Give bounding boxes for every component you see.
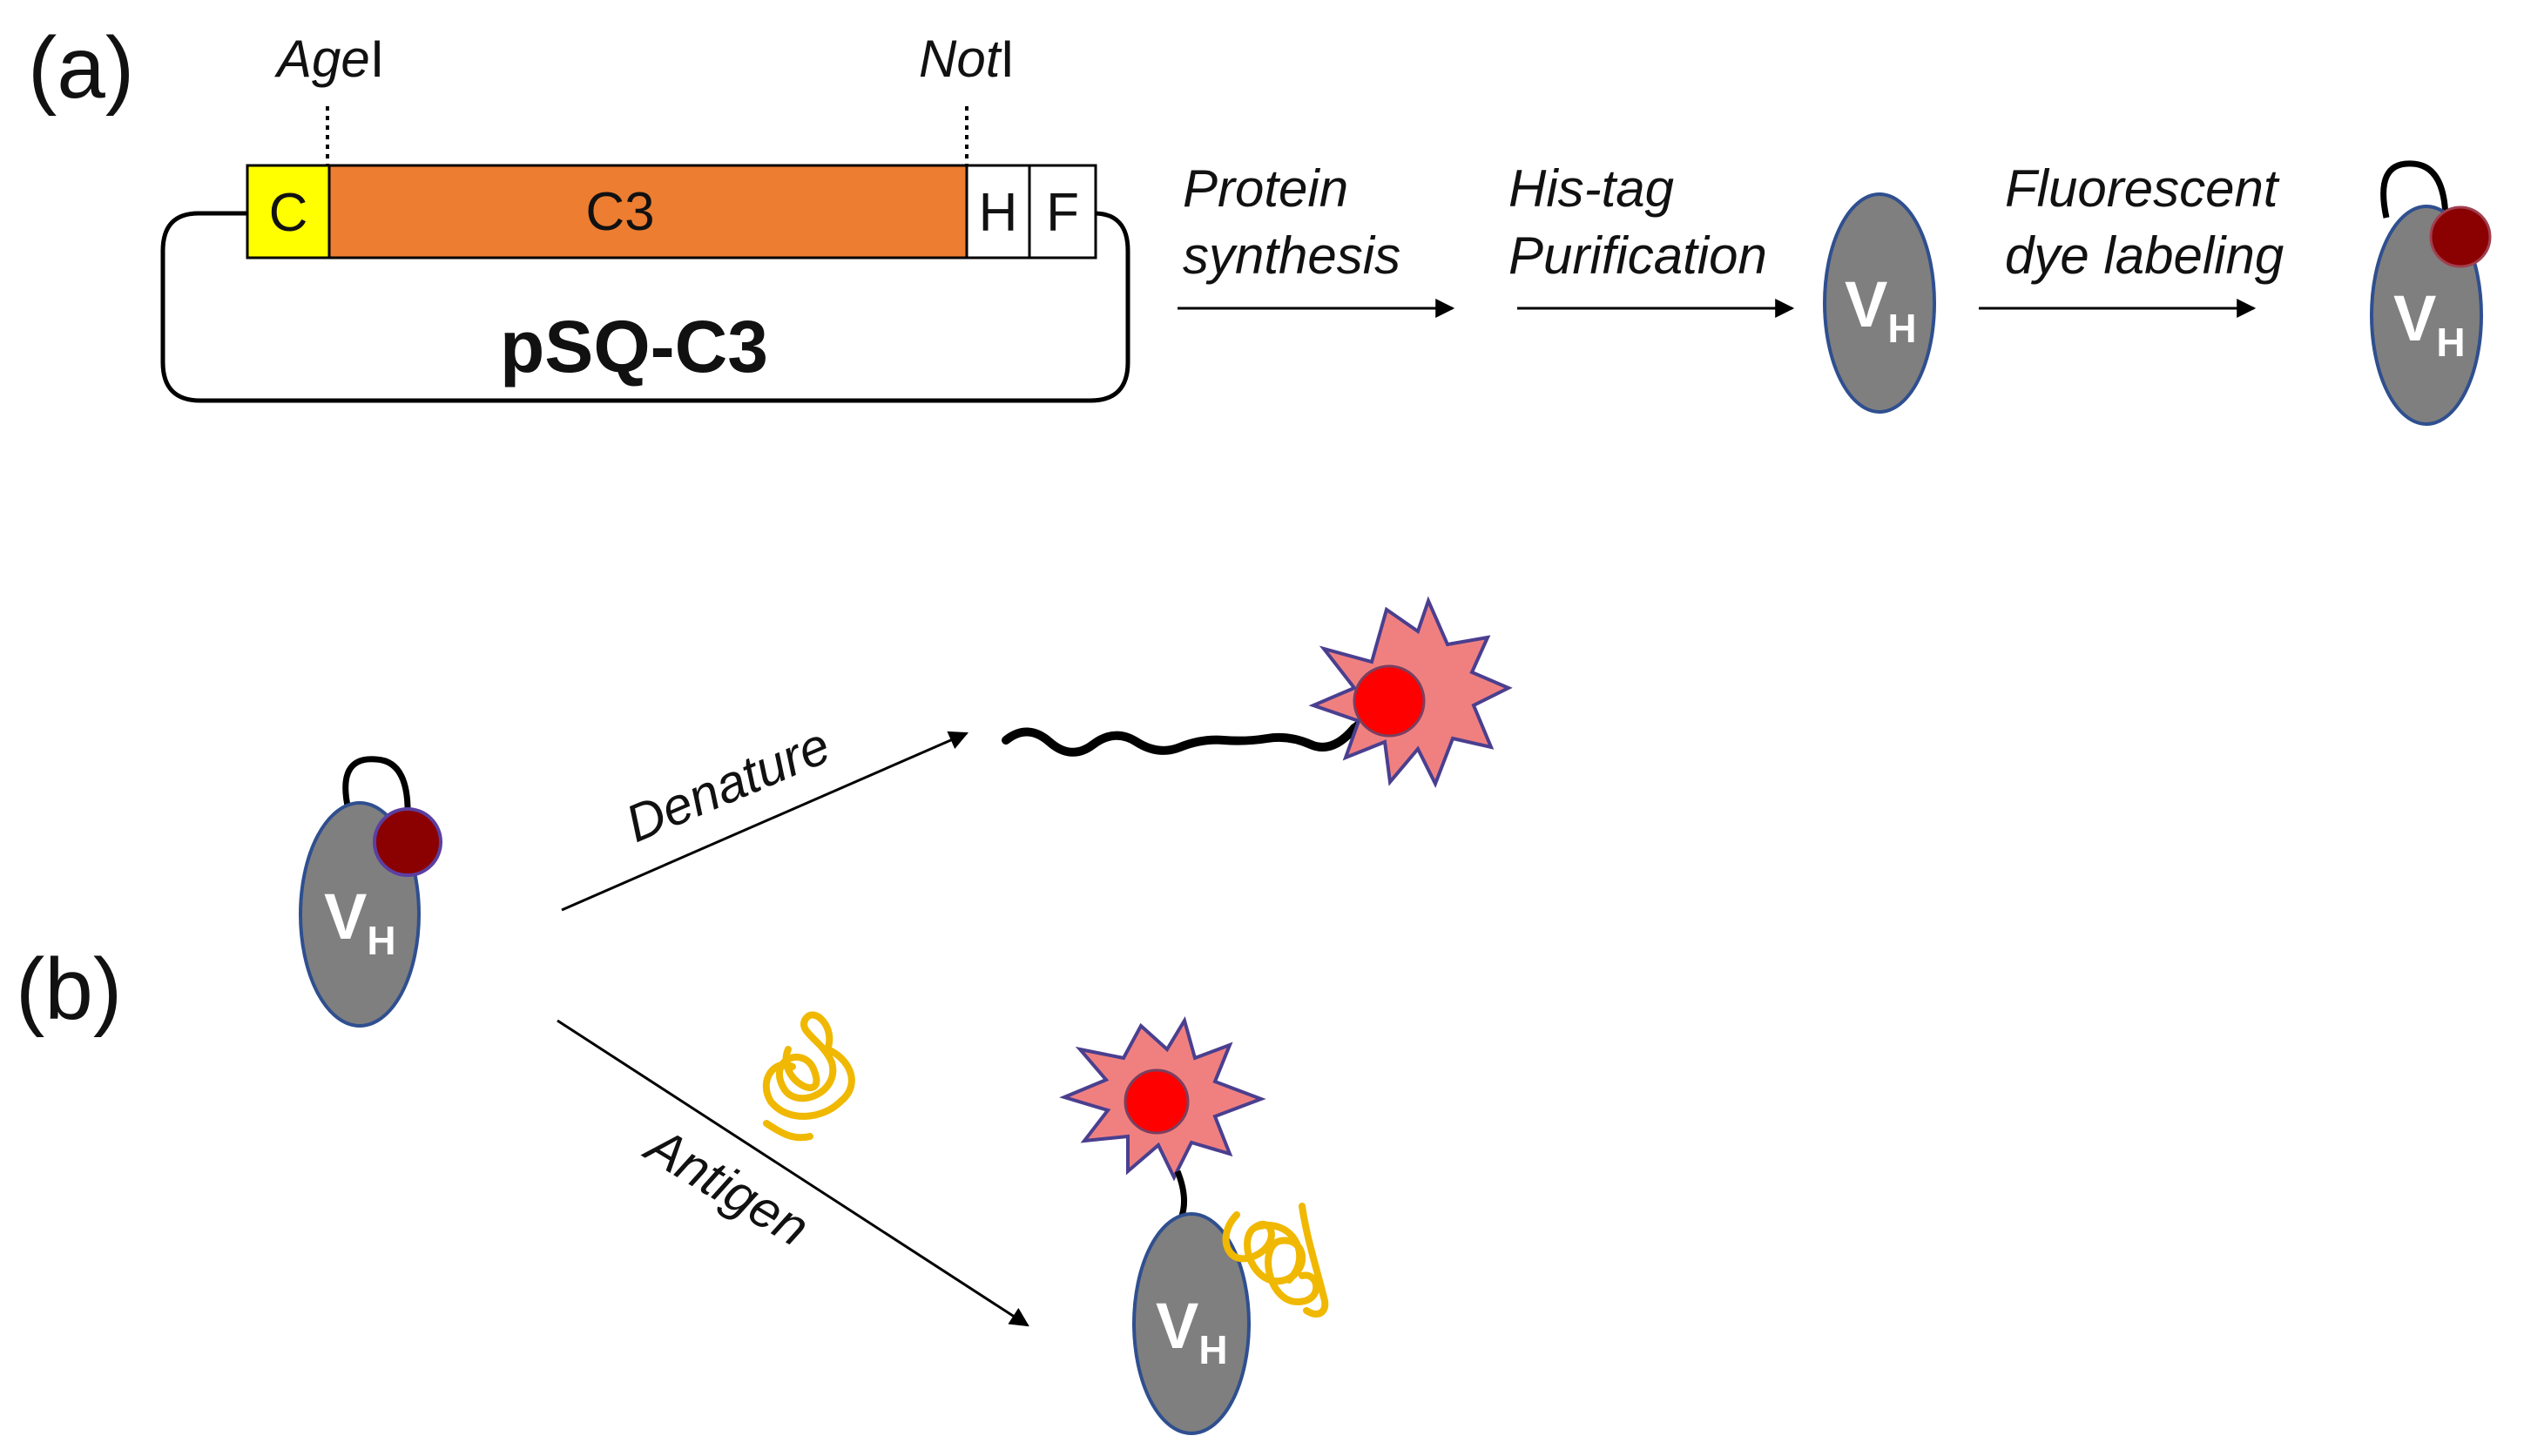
plasmid-backbone [160, 211, 1130, 403]
step-his-tag-line1: His-tag [1508, 159, 1674, 218]
step-dye-labeling-line1: Fluorescent [2005, 159, 2280, 218]
agei-roman: I [370, 30, 385, 88]
segment-c3-label: C3 [585, 182, 654, 242]
segment-c [246, 164, 331, 260]
dye-linker [2380, 160, 2449, 223]
agei-italic: Age [274, 30, 370, 88]
svg-text:VH: VH [2393, 282, 2466, 365]
step-protein-synthesis-line1: Protein [1183, 159, 1348, 218]
vh-sub-bound: H [1198, 1327, 1227, 1372]
panel-b-label: (b) [16, 940, 122, 1038]
denatured-protein [1002, 596, 1513, 788]
arrow-denature [561, 731, 969, 912]
svg-text:VH: VH [1156, 1290, 1228, 1372]
bright-dye-denature [1353, 664, 1426, 738]
segment-f [1028, 164, 1097, 260]
step-his-tag-line2: Purification [1508, 226, 1767, 285]
quenched-dye [2429, 206, 2492, 268]
vh-antibody-labeled-b: VH [299, 756, 442, 1028]
segment-c3 [327, 164, 968, 260]
vh-antibody-labeled-a: VH [2370, 160, 2492, 426]
quenched-dye-b [373, 807, 442, 877]
step-protein-synthesis-label: Protein synthesis [1183, 159, 1400, 285]
bright-dye-bound [1124, 1068, 1190, 1135]
svg-text:VH: VH [1845, 268, 1917, 351]
panel-a-label: (a) [28, 19, 134, 117]
agei-site-label: AgeI [274, 30, 384, 88]
segment-h-label: H [979, 183, 1018, 243]
vh-sub-a: H [2436, 320, 2465, 365]
segment-c-label: C [269, 183, 308, 243]
step-his-tag-label: His-tag Purification [1508, 159, 1767, 285]
vh-sub-b: H [367, 918, 395, 963]
segment-h [965, 164, 1031, 260]
antigen-free [762, 1011, 855, 1142]
svg-text:VH: VH [324, 880, 396, 963]
vh-main: V [1845, 268, 1887, 340]
denature-label: Denature [618, 716, 838, 853]
step-protein-synthesis-line2: synthesis [1183, 226, 1400, 285]
noti-italic: Not [919, 30, 1002, 88]
vh-main-b: V [324, 880, 367, 953]
noti-site-label: NotI [919, 30, 1015, 88]
dye-linker-b [342, 756, 411, 818]
step-dye-labeling-line2: dye labeling [2005, 226, 2284, 285]
vh-antigen-complex: VH [1059, 1016, 1329, 1435]
denatured-chain [1002, 692, 1394, 757]
segment-f-label: F [1046, 183, 1079, 243]
arrow-antigen [557, 1019, 1029, 1327]
noti-roman: I [1000, 30, 1015, 88]
step-dye-labeling-label: Fluorescent dye labeling [2005, 159, 2292, 285]
antigen-bound [1222, 1203, 1329, 1318]
vh-main-a: V [2393, 282, 2436, 354]
vh-sub: H [1887, 306, 1916, 351]
plasmid-name: pSQ-C3 [500, 306, 768, 388]
vh-antibody-unlabeled: VH [1823, 192, 1936, 414]
vh-main-bound: V [1156, 1290, 1198, 1362]
